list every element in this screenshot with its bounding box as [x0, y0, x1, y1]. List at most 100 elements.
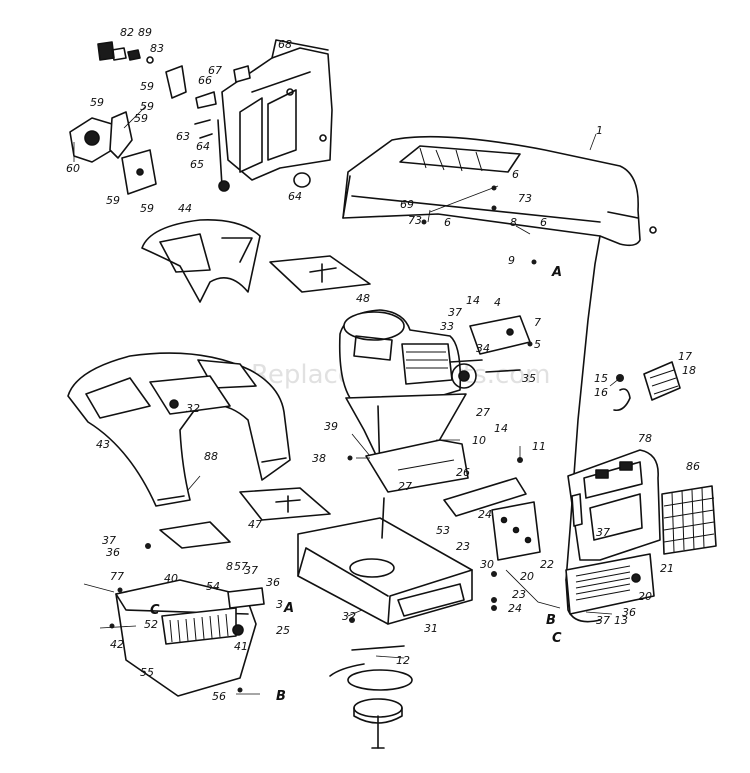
callout-32-frame: 32: [342, 610, 356, 623]
ref-c-nose: C: [150, 603, 160, 618]
callout-24-a: 24: [478, 508, 492, 521]
callout-83: 83: [150, 42, 164, 55]
plate-47: [239, 487, 331, 521]
callout-37-bracket: 37: [448, 306, 462, 319]
callout-13: 13: [614, 614, 628, 627]
callout-35: 35: [522, 372, 536, 385]
callout-59-a: 59: [140, 80, 154, 93]
callout-59-d: 59: [106, 194, 120, 207]
callout-56: 56: [212, 690, 226, 703]
callout-43: 43: [96, 438, 110, 451]
callout-36-grille: 36: [622, 606, 636, 619]
callout-1: 1: [596, 124, 603, 137]
callout-18: 18: [682, 364, 696, 377]
callout-6-top: 6: [512, 168, 519, 181]
callout-6-right: 6: [540, 216, 547, 229]
callout-41: 41: [234, 640, 248, 653]
callout-38: 38: [312, 452, 326, 465]
callout-34: 34: [476, 342, 490, 355]
leader-lines: [73, 105, 621, 695]
callout-59-b: 59: [90, 96, 104, 109]
callout-65: 65: [190, 158, 204, 171]
callout-9: 9: [508, 254, 515, 267]
callout-39: 39: [324, 420, 338, 433]
callout-27-b: 27: [398, 480, 412, 493]
callout-36-nose: 36: [266, 576, 280, 589]
reference-marks: A A B B C C: [150, 265, 562, 704]
callout-77: 77: [110, 570, 124, 583]
callout-30: 30: [480, 558, 494, 571]
callout-73-right: 73: [518, 192, 532, 205]
callout-25: 25: [276, 624, 290, 637]
heat-shield: [365, 439, 469, 493]
grille-screen: [661, 485, 717, 555]
grille-louvers: [575, 565, 631, 601]
callout-23-b: 23: [512, 588, 526, 601]
plate-48: [269, 255, 371, 293]
ref-c-bottom: C: [552, 631, 562, 646]
callout-33: 33: [440, 320, 454, 333]
callout-66: 66: [198, 74, 212, 87]
pulley-assembly: [329, 645, 413, 749]
callout-31: 31: [424, 622, 438, 635]
ref-b-frame: B: [546, 613, 556, 628]
ref-a-hood: A: [551, 265, 562, 280]
callout-47: 47: [248, 518, 262, 531]
callout-23-a: 23: [456, 540, 470, 553]
callout-52: 52: [144, 618, 158, 631]
callout-55: 55: [140, 666, 154, 679]
callout-59-f: 59: [134, 112, 148, 125]
callout-7: 7: [534, 316, 541, 329]
callout-64-b: 64: [288, 190, 302, 203]
ref-a-nose: A: [283, 601, 294, 616]
callout-16: 16: [594, 386, 608, 399]
callout-14-bottom: 14: [494, 422, 508, 435]
callout-17: 17: [678, 350, 692, 363]
side-panel-outline: [565, 235, 601, 623]
callout-42: 42: [110, 638, 124, 651]
callout-10: 10: [472, 434, 486, 447]
callout-67: 67: [208, 64, 222, 77]
callout-60: 60: [66, 162, 80, 175]
callout-3: 3: [276, 598, 283, 611]
callout-5: 5: [534, 338, 541, 351]
callout-8-hood: 8: [510, 216, 517, 229]
callout-37-nose: 37: [244, 564, 258, 577]
callout-73-left: 73: [408, 214, 422, 227]
callout-40: 40: [164, 572, 178, 585]
bracket-plate-left: [159, 521, 231, 549]
callout-14-top: 14: [466, 294, 480, 307]
pto-switch-assembly: [69, 111, 157, 195]
callout-36-left: 36: [106, 546, 120, 559]
callout-12: 12: [396, 654, 410, 667]
callout-32-fender: 32: [186, 402, 200, 415]
callout-20-grille: 20: [638, 590, 652, 603]
callout-69: 69: [400, 198, 414, 211]
headlight: [613, 361, 681, 412]
callout-63: 63: [176, 130, 190, 143]
fender-top-44: [141, 219, 261, 303]
callout-6-left: 6: [444, 216, 451, 229]
callout-57: 57: [234, 560, 248, 573]
ignition-switch-parts: [97, 41, 217, 139]
callout-37-left: 37: [102, 534, 116, 547]
callout-44: 44: [178, 202, 192, 215]
callout-4: 4: [494, 296, 501, 309]
callout-26: 26: [456, 466, 470, 479]
callout-59-c: 59: [140, 100, 154, 113]
frame: [297, 497, 473, 625]
callout-15: 15: [594, 372, 608, 385]
callout-11: 11: [532, 440, 546, 453]
dash-panel: [217, 39, 333, 192]
callout-78: 78: [638, 432, 652, 445]
callout-86: 86: [686, 460, 700, 473]
callout-82: 82: [120, 26, 134, 39]
callout-37-bottom: 37: [596, 614, 610, 627]
callout-53: 53: [436, 524, 450, 537]
callout-8-nose: 8: [226, 560, 233, 573]
engine: [338, 309, 477, 481]
callout-27-a: 27: [476, 406, 490, 419]
callout-88: 88: [204, 450, 218, 463]
front-grille: [565, 449, 661, 615]
